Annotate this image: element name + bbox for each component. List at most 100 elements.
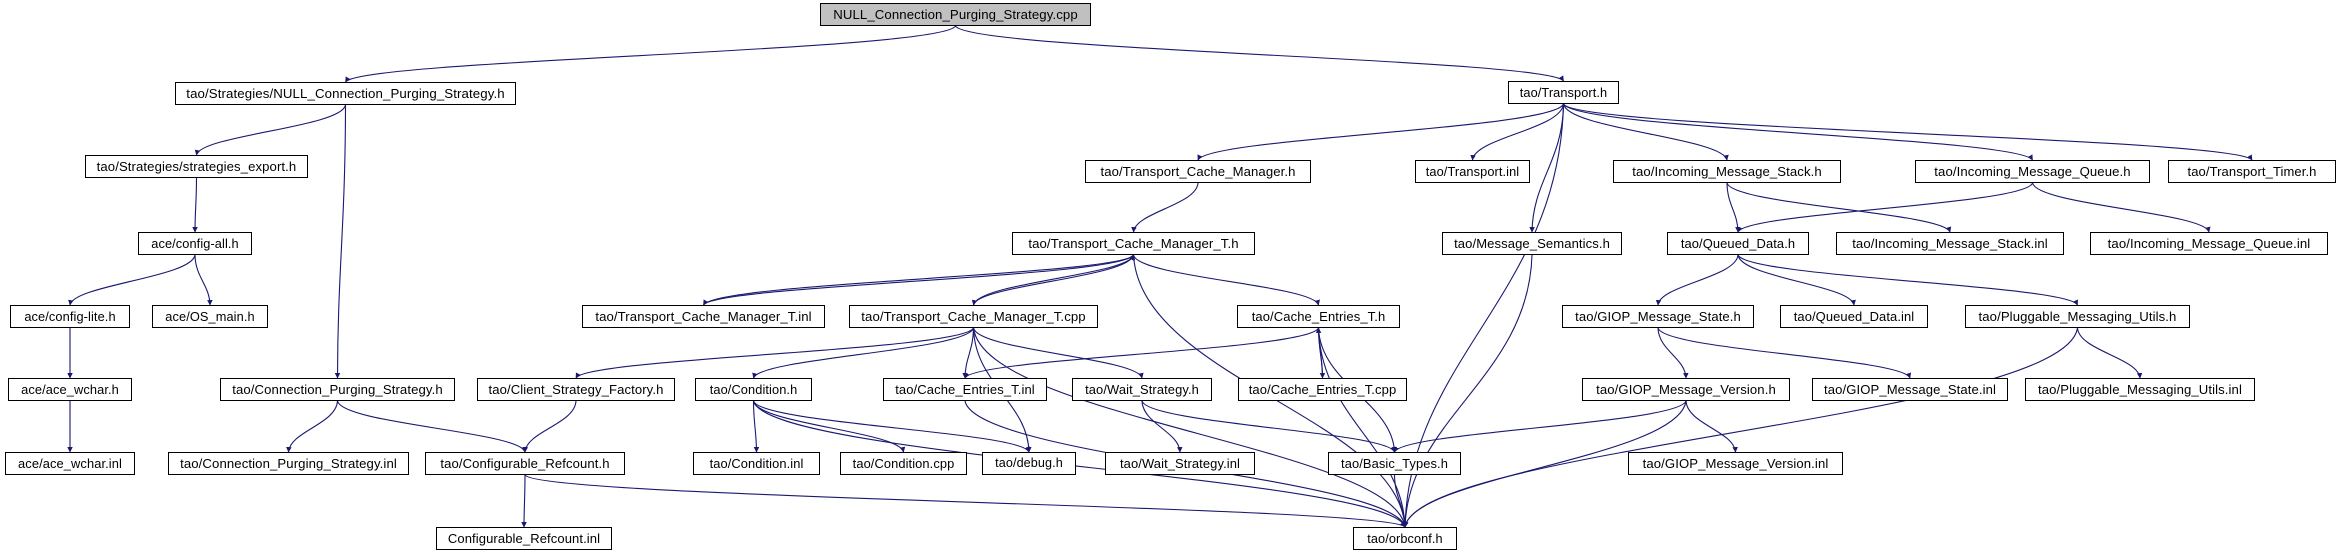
graph-node[interactable]: tao/GIOP_Message_State.inl (1812, 378, 2008, 401)
graph-node[interactable]: tao/orbconf.h (1353, 527, 1457, 550)
graph-edge (703, 254, 1134, 306)
graph-node[interactable]: tao/Transport_Cache_Manager.h (1085, 160, 1311, 183)
graph-node[interactable]: tao/Client_Strategy_Factory.h (477, 378, 675, 401)
graph-node[interactable]: tao/Configurable_Refcount.h (425, 452, 625, 475)
graph-node[interactable]: tao/debug.h (982, 452, 1076, 475)
graph-node[interactable]: tao/Transport_Cache_Manager_T.cpp (849, 305, 1098, 328)
graph-node-label: tao/GIOP_Message_State.h (1575, 309, 1741, 324)
graph-node[interactable]: ace/config-lite.h (10, 305, 130, 328)
graph-edge (1657, 327, 1911, 379)
graph-node[interactable]: tao/Incoming_Message_Queue.inl (2090, 232, 2328, 255)
graph-edge (1657, 327, 1689, 379)
graph-node-label: tao/Condition.inl (709, 456, 804, 471)
graph-node[interactable]: tao/Message_Semantics.h (1442, 232, 1622, 255)
graph-node-label: tao/Transport_Cache_Manager.h (1100, 164, 1296, 179)
graph-node[interactable]: Configurable_Refcount.inl (436, 527, 612, 550)
graph-edge (962, 327, 975, 379)
graph-node-label: tao/Strategies/strategies_export.h (96, 159, 297, 174)
graph-edge (971, 254, 1135, 306)
graph-node-label: tao/Incoming_Message_Queue.inl (2107, 236, 2311, 251)
graph-edge (1470, 103, 1565, 161)
graph-node-label: tao/Pluggable_Messaging_Utils.h (1978, 309, 2177, 324)
graph-edge (1132, 254, 1320, 306)
graph-node[interactable]: tao/Cache_Entries_T.inl (883, 378, 1047, 401)
graph-node[interactable]: tao/Incoming_Message_Stack.h (1613, 160, 1841, 183)
graph-edge (1141, 400, 1183, 453)
graph-node[interactable]: tao/GIOP_Message_Version.h (1582, 378, 1790, 401)
graph-node-label: tao/Wait_Strategy.h (1085, 382, 1199, 397)
graph-node[interactable]: tao/Cache_Entries_T.h (1237, 305, 1400, 328)
graph-node[interactable]: ace/config-all.h (138, 232, 252, 255)
graph-node-label: tao/Wait_Strategy.inl (1119, 456, 1241, 471)
graph-node[interactable]: tao/Strategies/NULL_Connection_Purging_S… (175, 82, 516, 105)
graph-edge (972, 327, 1144, 379)
graph-edge (703, 254, 1134, 306)
graph-node-label: tao/GIOP_Message_Version.inl (1642, 456, 1829, 471)
graph-node[interactable]: tao/Condition.h (695, 378, 812, 401)
graph-node[interactable]: tao/Cache_Entries_T.cpp (1238, 378, 1407, 401)
graph-edge (1563, 103, 2253, 161)
graph-node[interactable]: tao/GIOP_Message_State.h (1562, 305, 1754, 328)
graph-node[interactable]: tao/Pluggable_Messaging_Utils.h (1965, 305, 2190, 328)
graph-node-label: tao/Cache_Entries_T.h (1251, 309, 1386, 324)
graph-edge (286, 400, 339, 453)
graph-node-label: Configurable_Refcount.inl (447, 531, 601, 546)
graph-edge (1563, 103, 2033, 161)
graph-edge (1317, 327, 1326, 379)
graph-node[interactable]: tao/Incoming_Message_Queue.h (1915, 160, 2150, 183)
graph-node-label: tao/Connection_Purging_Strategy.h (232, 382, 443, 397)
graph-edge (345, 25, 956, 83)
graph-edge (336, 400, 527, 453)
graph-edge (68, 254, 196, 306)
graph-node[interactable]: tao/Condition.cpp (840, 452, 967, 475)
graph-edge (522, 400, 577, 453)
graph-node[interactable]: ace/ace_wchar.inl (5, 452, 135, 475)
graph-node[interactable]: tao/Transport_Cache_Manager_T.inl (582, 305, 825, 328)
graph-edge (955, 25, 1564, 82)
graph-edge (521, 474, 527, 528)
graph-node[interactable]: tao/Queued_Data.inl (1780, 305, 1928, 328)
graph-node[interactable]: tao/Wait_Strategy.inl (1105, 452, 1255, 475)
graph-node[interactable]: tao/Transport.h (1508, 81, 1619, 104)
graph-node-label: tao/Incoming_Message_Stack.inl (1852, 236, 2048, 251)
graph-edge (1315, 327, 1324, 379)
graph-edge (752, 400, 1030, 453)
graph-edge (1141, 400, 1396, 453)
graph-node[interactable]: ace/OS_main.h (152, 305, 268, 328)
graph-node[interactable]: NULL_Connection_Purging_Strategy.cpp (820, 3, 1091, 26)
graph-edge (972, 327, 1407, 528)
graph-node[interactable]: tao/Connection_Purging_Strategy.inl (168, 452, 409, 475)
graph-node[interactable]: tao/GIOP_Message_Version.inl (1628, 452, 1843, 475)
graph-node-label: ace/ace_wchar.inl (18, 456, 122, 471)
graph-node[interactable]: tao/Transport.inl (1415, 160, 1530, 183)
graph-edge (1402, 254, 1533, 528)
graph-node-label: tao/Cache_Entries_T.inl (895, 382, 1035, 397)
graph-node-label: tao/Client_Strategy_Factory.h (488, 382, 664, 397)
graph-node[interactable]: tao/Transport_Cache_Manager_T.h (1012, 232, 1255, 255)
graph-edge (1197, 103, 1565, 161)
graph-edge (752, 327, 975, 379)
graph-node[interactable]: tao/Strategies/strategies_export.h (85, 155, 308, 178)
graph-node-label: tao/Incoming_Message_Queue.h (1934, 164, 2131, 179)
graph-edge (194, 254, 213, 306)
graph-edge (1685, 400, 1738, 453)
graph-node-label: tao/Strategies/NULL_Connection_Purging_S… (186, 86, 505, 101)
graph-node[interactable]: tao/Basic_Types.h (1328, 452, 1461, 475)
graph-node[interactable]: tao/Queued_Data.h (1667, 232, 1809, 255)
graph-node[interactable]: tao/Pluggable_Messaging_Utils.inl (2025, 378, 2255, 401)
graph-node-label: tao/Condition.cpp (852, 456, 955, 471)
graph-edge (1737, 182, 2034, 233)
graph-node[interactable]: tao/Wait_Strategy.h (1072, 378, 1212, 401)
graph-node[interactable]: tao/Condition.inl (693, 452, 820, 475)
graph-edge (752, 400, 760, 453)
graph-edge (192, 177, 198, 233)
graph-node[interactable]: ace/ace_wchar.h (8, 378, 132, 401)
graph-edge (1562, 103, 1729, 161)
graph-node-label: tao/Queued_Data.h (1680, 236, 1796, 251)
graph-node-label: tao/debug.h (995, 456, 1063, 470)
graph-edge (1393, 400, 1687, 453)
graph-node-label: tao/Transport.inl (1425, 164, 1520, 179)
graph-node[interactable]: tao/Connection_Purging_Strategy.h (220, 378, 455, 401)
graph-node[interactable]: tao/Incoming_Message_Stack.inl (1836, 232, 2064, 255)
graph-node[interactable]: tao/Transport_Timer.h (2168, 160, 2336, 183)
